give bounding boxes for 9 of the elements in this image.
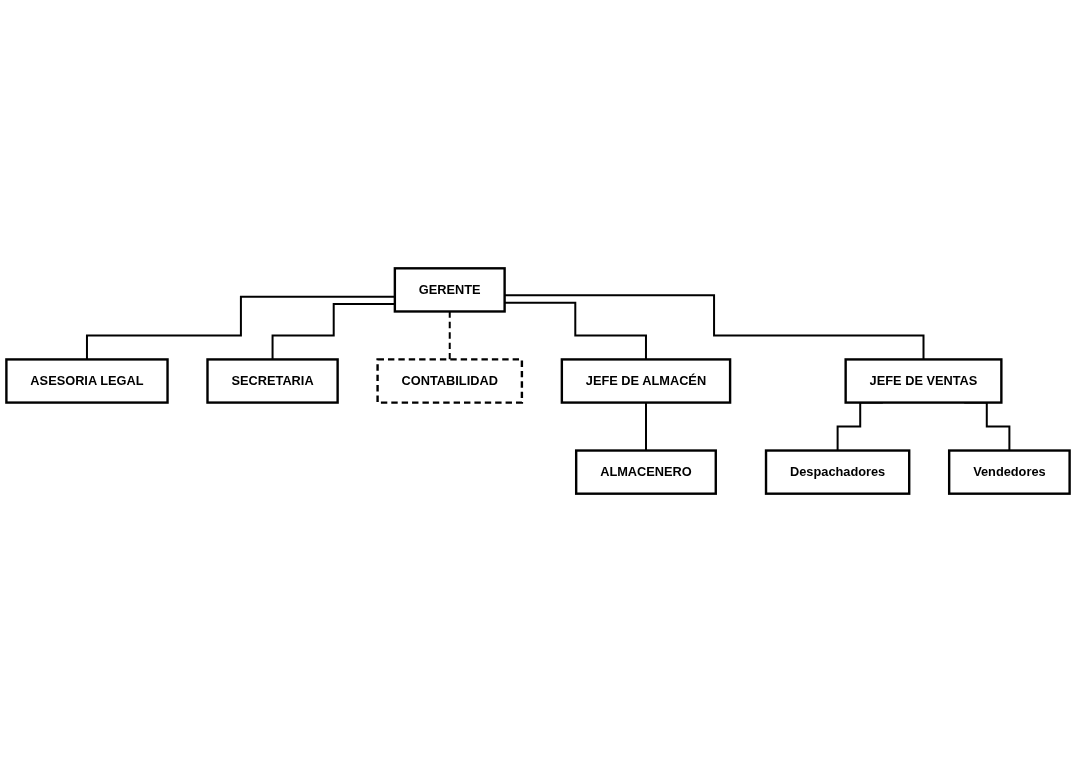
node-box: SECRETARIA xyxy=(206,358,339,404)
node-box: CONTABILIDAD xyxy=(376,358,524,404)
node-box: ASESORIA LEGAL xyxy=(5,358,169,404)
node-box: Vendedores xyxy=(947,449,1071,495)
node-box: ALMACENERO xyxy=(574,449,717,495)
node-box: JEFE DE ALMACÉN xyxy=(560,358,732,404)
node-box: JEFE DE VENTAS xyxy=(844,358,1003,404)
node-box: GERENTE xyxy=(393,267,506,313)
node-box: Despachadores xyxy=(764,449,911,495)
